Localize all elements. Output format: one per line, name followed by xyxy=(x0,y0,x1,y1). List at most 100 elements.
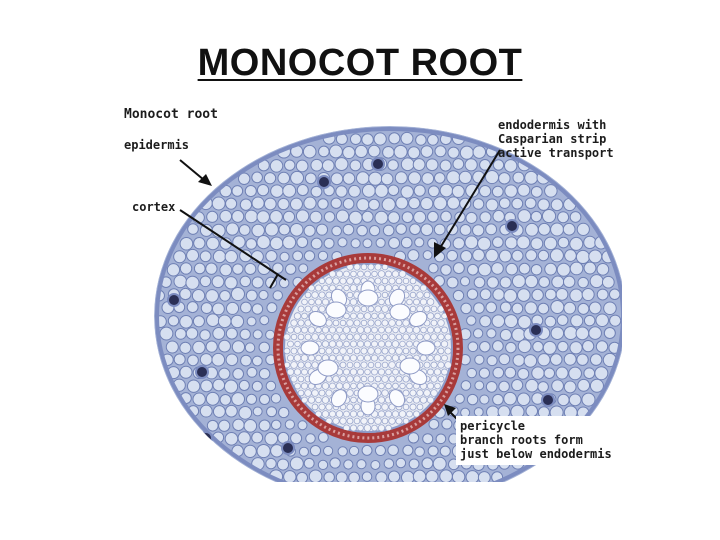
stele-cell xyxy=(301,298,308,306)
stele-cell xyxy=(328,410,337,418)
cortex-cell xyxy=(537,381,549,393)
cortex-cell xyxy=(367,144,381,158)
cortex-cell xyxy=(525,249,538,262)
stele-cell xyxy=(342,326,351,334)
cortex-cell xyxy=(158,315,167,328)
cortex-cell xyxy=(264,431,279,446)
cortex-cell xyxy=(375,237,386,248)
cortex-cell xyxy=(570,314,584,328)
cortex-cell xyxy=(382,224,395,237)
stele-cell xyxy=(381,389,389,397)
cortex-cell xyxy=(265,380,277,392)
stele-cell xyxy=(360,361,368,369)
cortex-cell xyxy=(518,262,531,275)
stele-cell xyxy=(335,410,344,418)
stained-cell xyxy=(505,219,519,233)
stele-cell xyxy=(318,333,326,341)
cortex-cell xyxy=(491,185,504,198)
cortex-cell xyxy=(427,134,439,146)
cortex-cell xyxy=(212,405,226,418)
cortex-cell xyxy=(356,171,370,185)
cortex-cell xyxy=(427,445,439,457)
cortex-cell xyxy=(499,276,512,289)
cortex-cell xyxy=(225,353,239,367)
stele-cell xyxy=(329,382,336,390)
stele-cell xyxy=(311,333,319,341)
cortex-cell xyxy=(432,456,447,471)
cortex-cell xyxy=(258,393,271,406)
cortex-cell xyxy=(451,184,465,198)
stele-cell xyxy=(301,396,308,404)
stele-cell xyxy=(419,396,428,404)
stele-cell xyxy=(441,326,448,334)
stele-cell xyxy=(406,298,413,306)
stele-cell xyxy=(402,403,410,411)
cortex-cell xyxy=(330,172,344,186)
cortex-cell xyxy=(537,249,550,262)
stele-cell xyxy=(342,354,351,362)
stele-cell xyxy=(374,403,382,411)
cortex-cell xyxy=(388,132,401,145)
stele-cell xyxy=(290,319,298,327)
cortex-cell xyxy=(452,262,465,275)
stele-cell xyxy=(374,347,382,355)
cortex-cell xyxy=(473,302,485,314)
stele-cell xyxy=(357,368,364,376)
cortex-cell xyxy=(330,197,342,209)
cortex-cell xyxy=(349,133,362,145)
cortex-cell xyxy=(569,261,584,276)
stele-cell xyxy=(416,389,424,397)
cortex-cell xyxy=(466,393,479,406)
label-line: active transport xyxy=(498,146,614,160)
stele-cell xyxy=(346,305,354,313)
cortex-cell xyxy=(270,393,282,404)
cortex-cell xyxy=(544,262,558,276)
stele-cell xyxy=(353,361,361,369)
stele-cell xyxy=(409,333,417,341)
cortex-cell xyxy=(504,314,519,329)
stele-cell xyxy=(441,354,448,362)
cortex-cell xyxy=(269,210,283,224)
cortex-cell xyxy=(440,264,452,276)
cortex-cell xyxy=(187,354,199,367)
cortex-cell xyxy=(334,157,349,172)
xylem-vessel xyxy=(330,389,348,408)
cortex-cell xyxy=(317,250,329,261)
cortex-cell xyxy=(446,196,461,210)
cortex-cell xyxy=(479,315,492,328)
stele-cell xyxy=(321,340,330,348)
cortex-cell xyxy=(531,288,544,302)
cortex-cell xyxy=(239,275,252,288)
cortex-cell xyxy=(225,327,238,340)
cortex-cell xyxy=(492,236,504,249)
cortex-cell xyxy=(278,406,290,419)
stele-cell xyxy=(406,382,413,390)
stele-cell xyxy=(374,263,382,271)
stele-cell xyxy=(311,291,319,299)
stele-cell xyxy=(304,333,312,341)
stele-cell xyxy=(426,312,435,320)
cortex-cell xyxy=(583,367,596,380)
stele-cell xyxy=(300,354,309,362)
stele-cell xyxy=(357,312,364,320)
cortex-cell xyxy=(245,289,258,302)
cortex-cell xyxy=(342,223,355,236)
stele-cell xyxy=(426,326,435,334)
cortex-cell xyxy=(179,314,193,329)
cortex-cell xyxy=(544,315,557,328)
cortex-cell xyxy=(185,275,200,290)
stele-cell xyxy=(286,354,295,362)
cortex-cell xyxy=(562,275,576,289)
stele-cell xyxy=(336,326,343,334)
cortex-cell xyxy=(211,275,225,289)
stele-cell xyxy=(416,403,424,411)
stele-cell xyxy=(399,340,406,348)
cortex-cell xyxy=(446,276,459,289)
stele-cell xyxy=(384,340,393,348)
stele-cell xyxy=(419,354,428,362)
stele-cell xyxy=(321,382,330,390)
stele-cell xyxy=(374,305,382,313)
stele-cell xyxy=(377,368,386,376)
cortex-cell xyxy=(205,340,218,353)
cortex-cell xyxy=(167,315,180,327)
